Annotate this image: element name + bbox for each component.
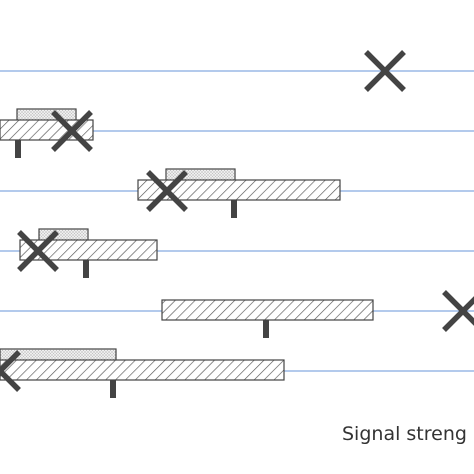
hatched-bar xyxy=(161,299,374,321)
cross-marker xyxy=(51,110,93,152)
cross-marker xyxy=(146,170,188,212)
cross-marker xyxy=(364,50,406,92)
row-group xyxy=(137,168,341,218)
row-group xyxy=(0,108,94,158)
cross-marker xyxy=(442,296,474,332)
row-group xyxy=(17,228,158,278)
row-group xyxy=(364,50,406,92)
tick-mark xyxy=(110,380,116,398)
x-axis-label: Signal streng xyxy=(342,423,467,445)
cross-marker xyxy=(17,230,59,272)
tick-mark xyxy=(263,320,269,338)
hatched-bar xyxy=(137,179,341,201)
row-group xyxy=(0,348,285,398)
chart-marks xyxy=(0,50,474,398)
cross-marker xyxy=(0,350,21,375)
tick-mark xyxy=(231,200,237,218)
cross-marker xyxy=(0,367,21,392)
tick-mark xyxy=(83,260,89,278)
row-group xyxy=(161,290,474,338)
tick-mark xyxy=(15,140,21,158)
hatched-bar xyxy=(0,359,285,381)
